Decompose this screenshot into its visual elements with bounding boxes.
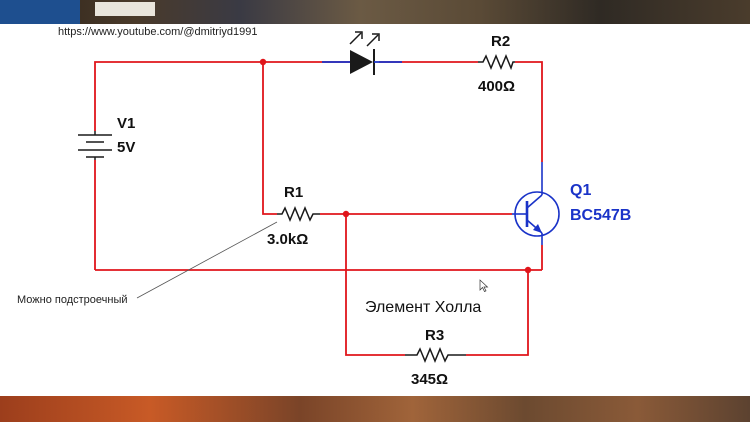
led-icon [322, 31, 402, 75]
q1-name: Q1 [570, 182, 591, 199]
cursor-icon [479, 279, 489, 292]
video-frame-bottom [0, 396, 750, 422]
source-url: https://www.youtube.com/@dmitriyd1991 [58, 26, 257, 38]
r2-name: R2 [491, 33, 510, 50]
wires [94, 61, 543, 356]
photo-label [95, 2, 155, 16]
r1-value: 3.0kΩ [267, 231, 308, 248]
q1-model: BC547B [570, 207, 631, 224]
transistor-q1-icon [512, 162, 560, 245]
v1-value: 5V [117, 139, 135, 156]
r3-name: R3 [425, 327, 444, 344]
note-leader-line [136, 221, 278, 299]
hall-element-label: Элемент Холла [365, 299, 481, 316]
wire-r1-left [262, 62, 277, 215]
junction-dot [524, 266, 532, 274]
junction-dot [259, 58, 267, 66]
junction-dot [342, 210, 350, 218]
trimmer-note: Можно подстроечный [17, 294, 128, 306]
r2-value: 400Ω [478, 78, 515, 95]
r3-value: 345Ω [411, 371, 448, 388]
photo-blue-box [0, 0, 80, 24]
battery-v1 [78, 131, 112, 160]
wire-r2-collector [515, 61, 543, 162]
r1-name: R1 [284, 184, 303, 201]
resistor-r3 [405, 347, 466, 363]
resistor-r2 [478, 54, 515, 71]
schematic-sheet [0, 24, 750, 396]
v1-name: V1 [117, 115, 135, 132]
resistor-r1 [277, 206, 320, 222]
video-frame-top [0, 0, 750, 24]
wire-r3-right [466, 270, 529, 356]
junctions [259, 58, 532, 274]
wire-r3-left [345, 214, 405, 356]
